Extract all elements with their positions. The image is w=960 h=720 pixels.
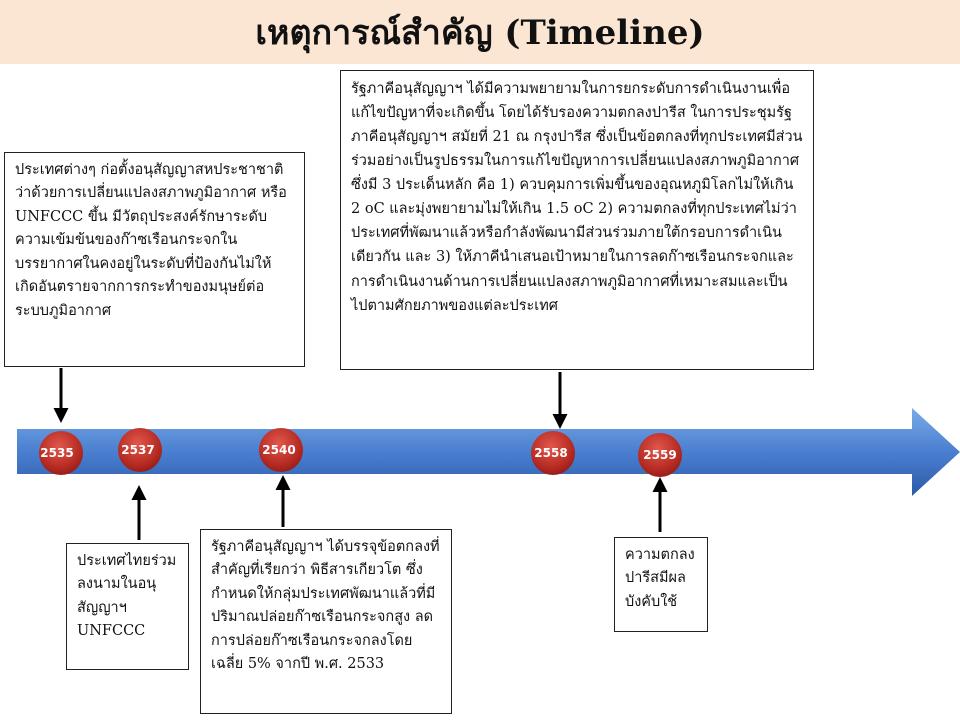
year-label-2540: 2540 (262, 443, 296, 457)
year-label-2535: 2535 (40, 446, 74, 460)
event-box-2535: ประเทศต่างๆ ก่อตั้งอนุสัญญาสหประชาชาติว่… (4, 152, 305, 367)
year-label-2537: 2537 (121, 443, 155, 457)
event-box-2540: รัฐภาคีอนุสัญญาฯ ได้บรรจุข้อตกลงที่สำคัญ… (200, 529, 452, 714)
event-box-2537: ประเทศไทยร่วมลงนามในอนุสัญญาฯ UNFCCC (66, 543, 189, 670)
event-box-2558: รัฐภาคีอนุสัญญาฯ ได้มีความพยายามในการยกร… (340, 70, 814, 370)
event-box-2559: ความตกลงปารีสมีผลบังคับใช้ (614, 537, 708, 632)
year-label-2558: 2558 (534, 446, 568, 460)
page-title: เหตุการณ์สำคัญ (Timeline) (255, 13, 705, 53)
title-bar: เหตุการณ์สำคัญ (Timeline) (0, 0, 960, 64)
year-label-2559: 2559 (643, 448, 677, 462)
